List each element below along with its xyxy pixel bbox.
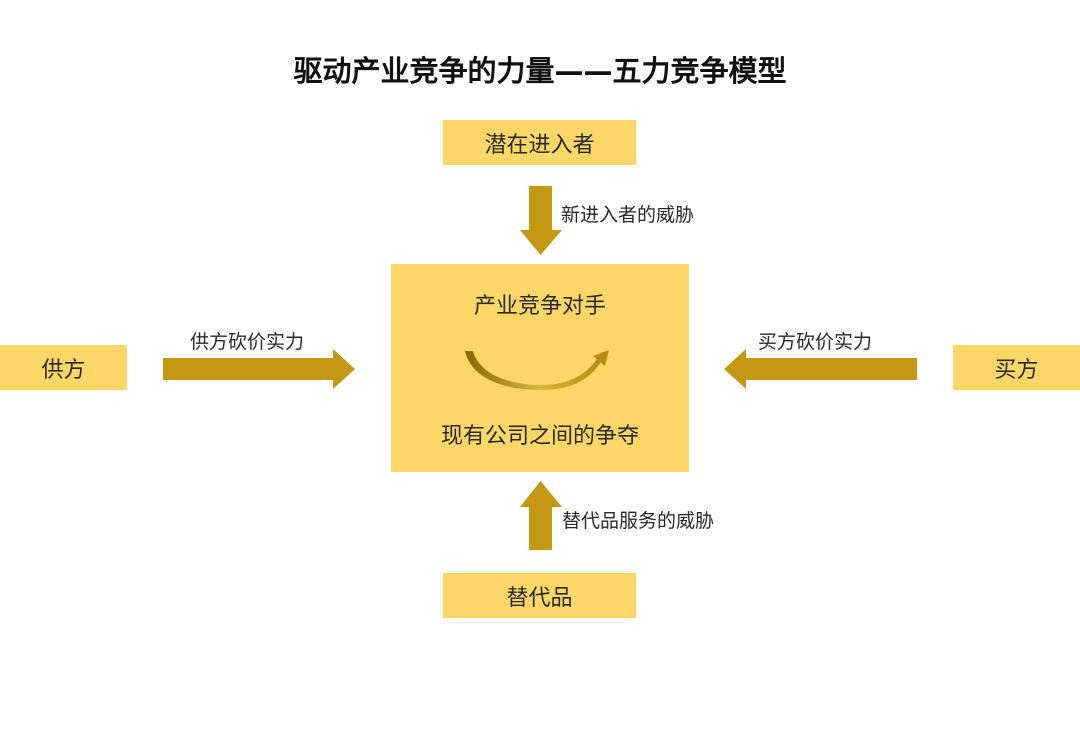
node-buyers: 买方 bbox=[953, 345, 1080, 390]
node-suppliers: 供方 bbox=[0, 345, 127, 390]
node-substitutes-label: 替代品 bbox=[506, 585, 573, 611]
node-industry-competitors-subtitle: 现有公司之间的争夺 bbox=[440, 424, 639, 449]
node-potential-entrants-label: 潜在进入者 bbox=[484, 132, 595, 158]
arrow-right-icon bbox=[163, 349, 355, 389]
node-substitutes: 替代品 bbox=[443, 573, 636, 618]
node-industry-competitors: 产业竞争对手 现有公司之间的争夺 bbox=[391, 264, 689, 472]
arrow-down-icon bbox=[520, 186, 562, 255]
node-potential-entrants: 潜在进入者 bbox=[443, 120, 636, 165]
edge-label-supplier-bargaining-power: 供方砍价实力 bbox=[190, 331, 305, 353]
edge-label-buyer-bargaining-power: 买方砍价实力 bbox=[758, 331, 873, 353]
diagram-title: 驱动产业竞争的力量——五力竞争模型 bbox=[293, 54, 787, 88]
edge-label-new-entrants-threat: 新进入者的威胁 bbox=[561, 204, 695, 226]
arrow-left-icon bbox=[724, 349, 917, 389]
arrow-up-icon bbox=[520, 481, 562, 550]
node-industry-competitors-title: 产业竞争对手 bbox=[473, 294, 606, 319]
node-buyers-label: 买方 bbox=[994, 357, 1039, 383]
node-suppliers-label: 供方 bbox=[41, 357, 86, 383]
curved-arrow-icon bbox=[465, 350, 609, 390]
edge-label-substitutes-threat: 替代品服务的威胁 bbox=[562, 510, 715, 532]
